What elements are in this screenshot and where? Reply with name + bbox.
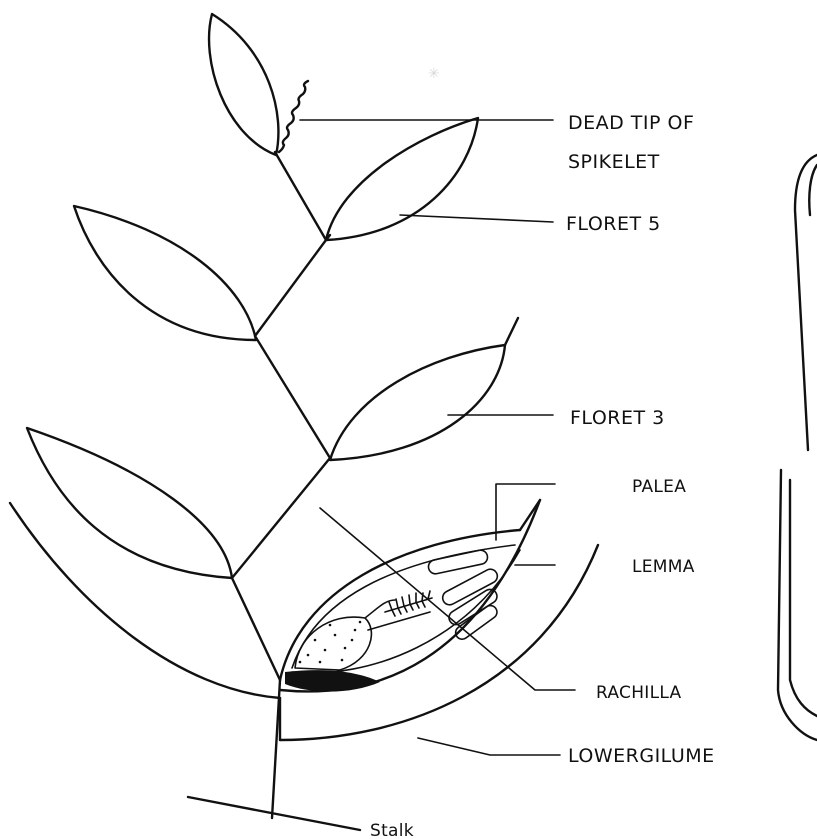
stalk (188, 680, 360, 830)
label-stalk: Stalk (370, 821, 414, 839)
floret-5 (326, 118, 478, 240)
stigma (385, 591, 432, 616)
ovary (295, 600, 430, 670)
bleed-mark: ✳ (428, 66, 440, 82)
label-palea: PALEA (632, 477, 686, 497)
floret-left-lower (27, 428, 232, 578)
lodicule (285, 670, 380, 692)
label-lower-glume: LOWERGILUME (568, 745, 715, 767)
rachis (232, 152, 330, 680)
floret-left-upper (74, 206, 256, 340)
dead-tip-squiggle (279, 81, 308, 152)
right-edge-shape (778, 155, 817, 740)
label-dead-tip-line2: SPIKELET (568, 151, 660, 173)
floret-3 (330, 318, 518, 460)
label-dead-tip-line1: DEAD TIP OF (568, 112, 694, 134)
label-floret-3: FLORET 3 (570, 407, 665, 429)
label-rachilla: RACHILLA (596, 683, 682, 703)
floret-top (209, 14, 278, 155)
label-lemma: LEMMA (632, 557, 695, 577)
label-floret-5: FLORET 5 (566, 213, 661, 235)
lower-glume-shape (10, 503, 598, 740)
